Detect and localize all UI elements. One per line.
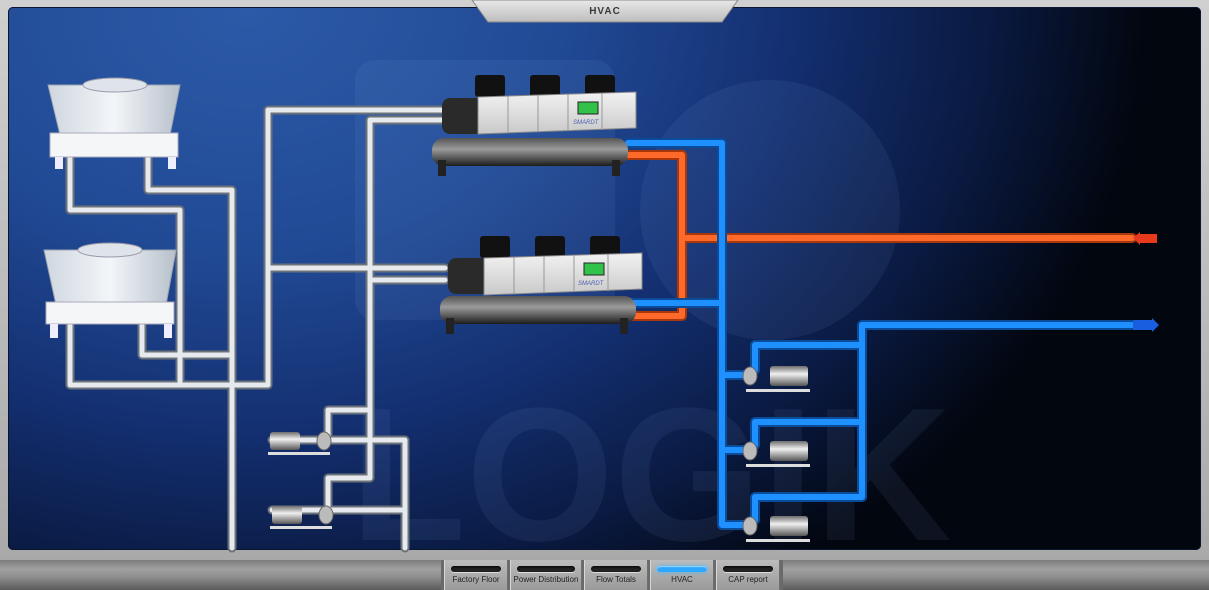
window-title-tab: HVAC [472, 0, 738, 24]
chw-pump-2[interactable] [742, 441, 810, 467]
tab-label: CAP report [728, 575, 768, 584]
hvac-diagram: LOGIK [43, 0, 1159, 560]
watermark-logo: LOGIK [350, 60, 952, 560]
condenser-pump-2[interactable] [270, 505, 334, 529]
chiller-1[interactable]: SMARDT [432, 75, 637, 176]
chiller-1-brand: SMARDT [573, 120, 600, 126]
condenser-pump-1[interactable] [268, 431, 332, 455]
cooling-tower-1 [47, 77, 181, 169]
tab-power-distribution[interactable]: Power Distribution [510, 560, 582, 590]
watermark-text: LOGIK [350, 369, 952, 560]
tab-label: HVAC [671, 575, 693, 584]
tab-hvac[interactable]: HVAC [650, 560, 714, 590]
tab-indicator-light [517, 566, 575, 572]
tab-flow-totals[interactable]: Flow Totals [584, 560, 648, 590]
chiller-2[interactable]: SMARDT [440, 236, 643, 334]
window-title: HVAC [589, 6, 621, 17]
navigation-tabs: Factory Floor Power Distribution Flow To… [441, 560, 783, 590]
tab-cap-report[interactable]: CAP report [716, 560, 780, 590]
tab-indicator-light-active [657, 566, 707, 572]
tab-label: Flow Totals [596, 575, 636, 584]
tab-indicator-light [591, 566, 641, 572]
tab-indicator-light [451, 566, 501, 572]
tab-factory-floor[interactable]: Factory Floor [444, 560, 508, 590]
cooling-tower-2 [43, 242, 177, 338]
chiller-2-brand: SMARDT [578, 281, 605, 287]
tab-indicator-light [723, 566, 773, 572]
chw-pump-3[interactable] [742, 516, 810, 542]
tab-label: Factory Floor [452, 575, 500, 584]
supply-flow-arrow [1133, 232, 1157, 245]
return-flow-arrow [1133, 318, 1159, 332]
chilled-water-supply-pipe [623, 150, 1137, 321]
chilled-water-return-pipe [623, 138, 1137, 530]
title-tab [471, 0, 739, 23]
chw-pump-1[interactable] [742, 366, 810, 392]
tab-label: Power Distribution [513, 575, 579, 584]
